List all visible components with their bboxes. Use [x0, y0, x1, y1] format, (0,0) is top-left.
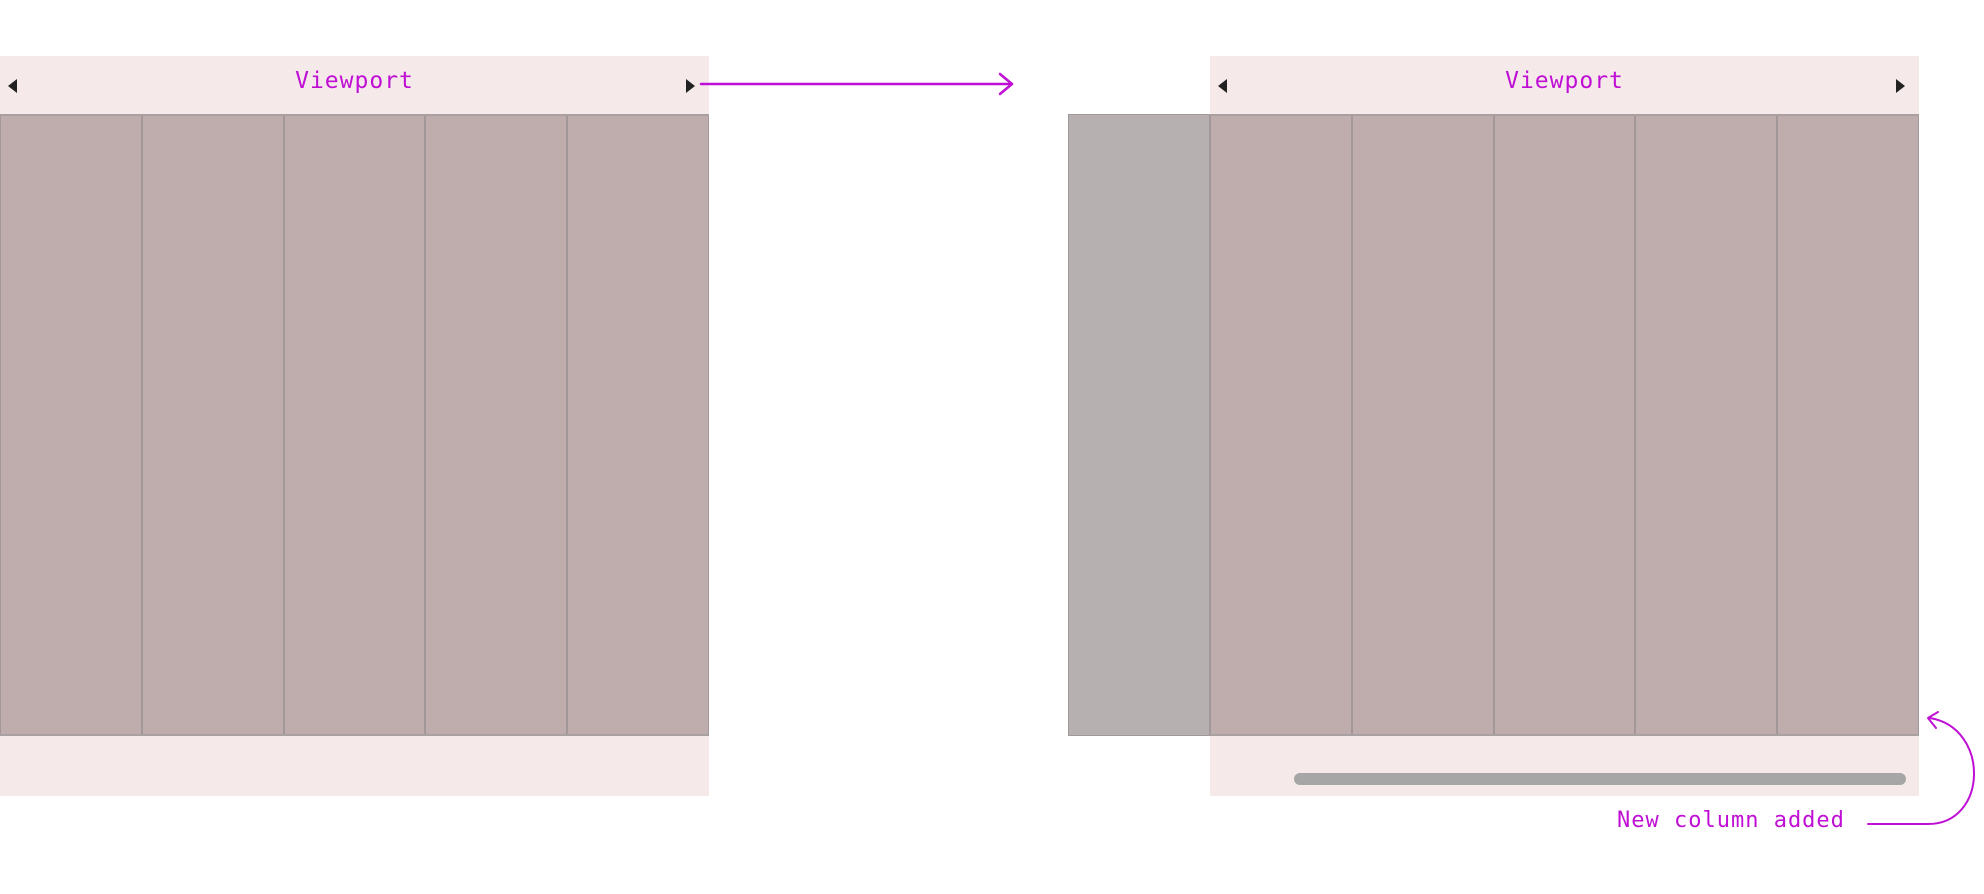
- triangle-right-icon[interactable]: [1896, 79, 1905, 93]
- viewport-after: Viewport: [1210, 56, 1919, 796]
- viewport-header: Viewport: [0, 56, 709, 114]
- horizontal-scrollbar[interactable]: [1294, 773, 1906, 785]
- column-grid: [0, 114, 709, 736]
- curved-arrow-icon: [1867, 711, 1975, 825]
- viewport-title: Viewport: [1505, 68, 1624, 94]
- grid-column: [0, 116, 142, 734]
- triangle-right-icon[interactable]: [686, 79, 695, 93]
- grid-column: [1351, 116, 1494, 734]
- triangle-left-icon[interactable]: [1218, 79, 1227, 93]
- grid-column: [1777, 116, 1919, 734]
- grid-column: [141, 116, 284, 734]
- triangle-left-icon[interactable]: [8, 79, 17, 93]
- new-column: [1068, 114, 1210, 736]
- grid-column: [1635, 116, 1778, 734]
- arrow-right-icon: [699, 72, 1014, 96]
- grid-column: [567, 116, 709, 734]
- viewport-header: Viewport: [1210, 56, 1919, 114]
- grid-column: [1210, 116, 1352, 734]
- column-grid: [1210, 114, 1919, 736]
- grid-column: [425, 116, 568, 734]
- annotation-label: New column added: [1617, 808, 1845, 833]
- grid-column: [1493, 116, 1636, 734]
- grid-column: [283, 116, 426, 734]
- viewport-before: Viewport: [0, 56, 709, 796]
- viewport-title: Viewport: [295, 68, 414, 94]
